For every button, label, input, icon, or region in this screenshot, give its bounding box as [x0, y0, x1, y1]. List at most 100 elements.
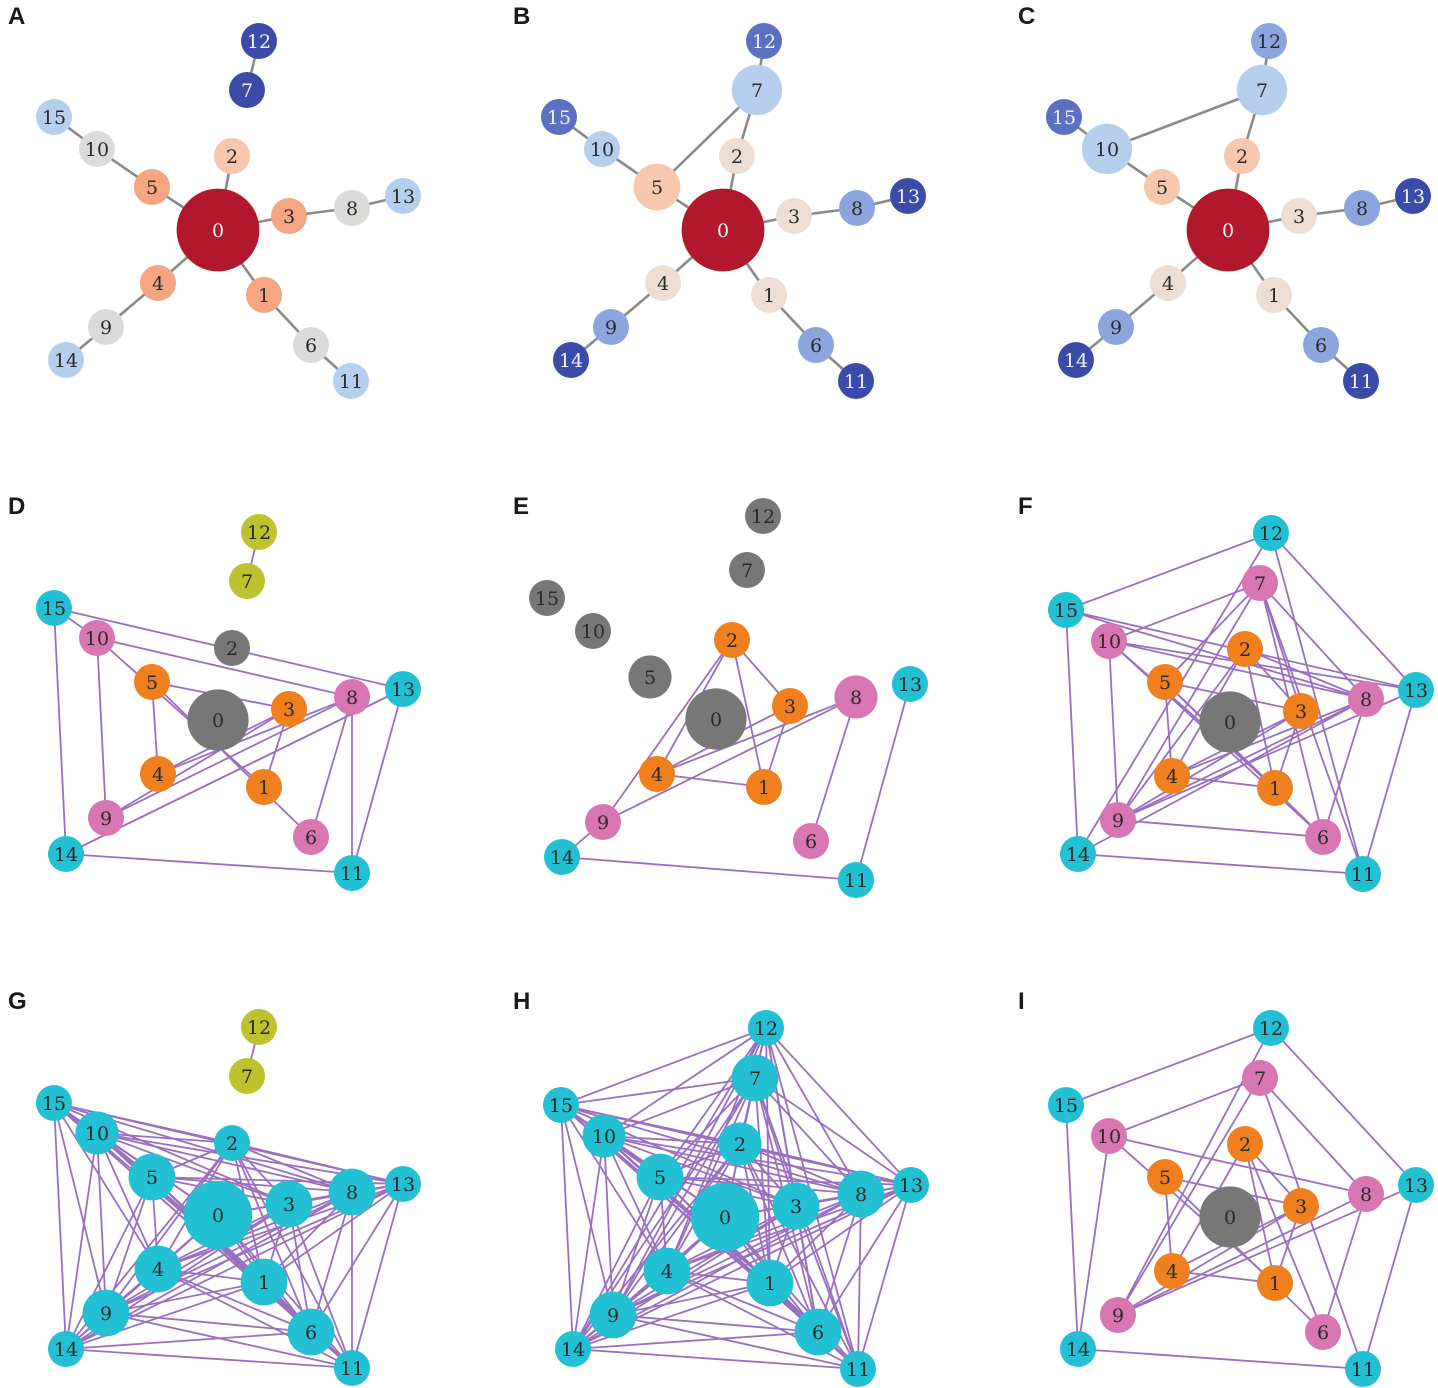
- node-label: 13: [391, 186, 415, 208]
- edge-6-9: [105, 1312, 312, 1333]
- node-label: 7: [1256, 80, 1268, 102]
- edge-9-6: [1117, 819, 1324, 838]
- edge-10-9: [96, 637, 107, 819]
- node-label: 11: [1349, 371, 1373, 393]
- node-circle: [834, 675, 878, 719]
- node-label: 4: [651, 764, 663, 786]
- edge-12-13: [765, 1027, 912, 1186]
- node-7: 7: [229, 72, 265, 108]
- node-14: 14: [1060, 836, 1096, 872]
- node-6: 6: [1305, 1314, 1341, 1350]
- node-10: 10: [75, 1111, 119, 1155]
- edge-11-14: [65, 1348, 353, 1369]
- node-14: 14: [48, 1331, 84, 1367]
- edge-3-9: [612, 1205, 797, 1316]
- edge-10-8: [1108, 640, 1367, 700]
- node-circle: [1227, 1126, 1263, 1162]
- edge-5-9: [105, 1176, 153, 1314]
- node-circle: [746, 23, 782, 59]
- node-circle: [1345, 1351, 1381, 1387]
- node-label: 12: [247, 522, 271, 544]
- node-circle: [714, 622, 750, 658]
- node-label: 0: [1224, 712, 1236, 734]
- edge-8-6: [1322, 698, 1367, 838]
- node-circle: [48, 342, 84, 378]
- node-7: 7: [729, 552, 765, 588]
- node-10: 10: [575, 613, 611, 649]
- node-6: 6: [1303, 327, 1339, 363]
- node-circle: [246, 769, 282, 805]
- node-circle: [636, 1153, 684, 1201]
- edge-14-11: [1077, 1348, 1364, 1370]
- edge-15-14: [53, 607, 67, 855]
- node-8: 8: [1348, 1176, 1384, 1212]
- node-label: 11: [1351, 864, 1375, 886]
- edge-14-11: [561, 856, 857, 881]
- node-circle: [553, 342, 589, 378]
- node-label: 13: [391, 1174, 415, 1196]
- node-label: 12: [751, 506, 775, 528]
- node-circle: [1253, 1010, 1289, 1046]
- node-circle: [1199, 1186, 1261, 1248]
- node-circle: [36, 1085, 72, 1121]
- node-9: 9: [589, 1291, 637, 1339]
- edge-5-14: [65, 1176, 153, 1350]
- node-label: 8: [850, 687, 862, 709]
- edge-9-8: [1117, 1193, 1367, 1316]
- node-1: 1: [746, 769, 782, 805]
- node-11: 11: [1345, 1351, 1381, 1387]
- edge-11-13: [351, 1183, 404, 1369]
- node-circle: [840, 1351, 876, 1387]
- node-circle: [794, 1308, 842, 1356]
- edge-11-7: [1259, 1077, 1364, 1370]
- node-circle: [1253, 515, 1289, 551]
- node-11: 11: [840, 1351, 876, 1387]
- edge-2-1: [731, 639, 765, 788]
- node-label: 2: [1236, 146, 1248, 168]
- node-label: 14: [559, 350, 583, 372]
- node-2: 2: [1227, 631, 1263, 667]
- node-3: 3: [772, 1182, 820, 1230]
- node-circle: [892, 666, 928, 702]
- node-7: 7: [731, 1054, 779, 1102]
- node-circle: [718, 1122, 762, 1166]
- node-2: 2: [214, 138, 250, 174]
- node-5: 5: [134, 169, 170, 205]
- node-label: 14: [54, 844, 78, 866]
- node-label: 1: [1269, 778, 1281, 800]
- node-label: 6: [812, 1322, 824, 1344]
- edge-1-13: [263, 1183, 404, 1283]
- node-label: 2: [726, 630, 738, 652]
- node-6: 6: [287, 1308, 335, 1356]
- node-label: 0: [717, 220, 729, 242]
- node-circle: [1147, 664, 1183, 700]
- node-circle: [1395, 178, 1431, 214]
- node-label: 3: [283, 699, 295, 721]
- edge-10-1: [96, 637, 265, 788]
- node-label: 9: [597, 812, 609, 834]
- node-13: 13: [385, 671, 421, 707]
- node-9: 9: [593, 309, 629, 345]
- node-label: 6: [305, 1322, 317, 1344]
- node-11: 11: [333, 363, 369, 399]
- node-circle: [1058, 342, 1094, 378]
- node-label: 0: [1222, 220, 1234, 242]
- node-15: 15: [36, 590, 72, 626]
- node-5: 5: [1147, 1159, 1183, 1195]
- node-circle: [1100, 802, 1136, 838]
- node-label: 8: [346, 687, 358, 709]
- node-8: 8: [1348, 681, 1384, 717]
- node-0: 0: [690, 1182, 760, 1252]
- node-10: 10: [1091, 1118, 1127, 1154]
- node-4: 4: [140, 265, 176, 301]
- node-circle: [271, 691, 307, 727]
- node-circle: [690, 1182, 760, 1252]
- node-label: 5: [1159, 672, 1171, 694]
- node-label: 0: [212, 710, 224, 732]
- node-3: 3: [265, 1180, 313, 1228]
- edge-6-5: [1164, 1176, 1324, 1333]
- edge-2-9: [1117, 648, 1246, 821]
